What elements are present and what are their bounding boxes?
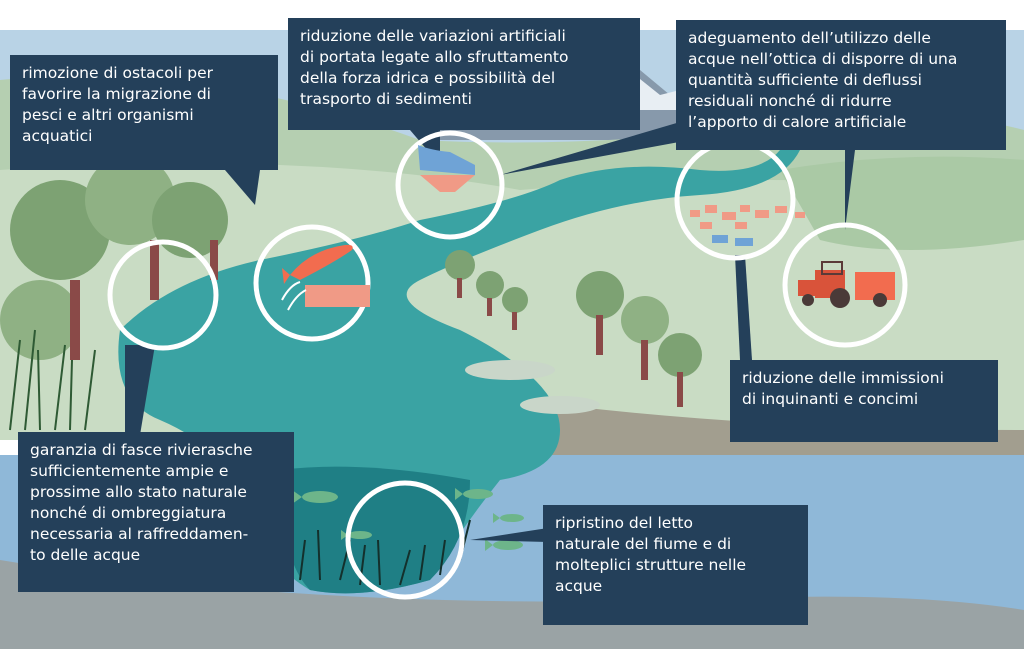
callout-riverbed: ripristino del letto naturale del fiume … — [543, 505, 808, 625]
callout-hydropeaking: riduzione delle variazioni artificiali d… — [288, 18, 640, 130]
callout-riparian: garanzia di fasce rivierasche sufficient… — [18, 432, 294, 592]
gravel-bar — [465, 360, 555, 380]
callout-water-use: adeguamento dell’utilizzo delle acque ne… — [676, 20, 1006, 150]
gravel-bar — [520, 396, 600, 414]
callout-pollutants: riduzione delle immissioni di inquinanti… — [730, 360, 998, 442]
callout-barrier-removal: rimozione di ostacoli per favorire la mi… — [10, 55, 278, 170]
